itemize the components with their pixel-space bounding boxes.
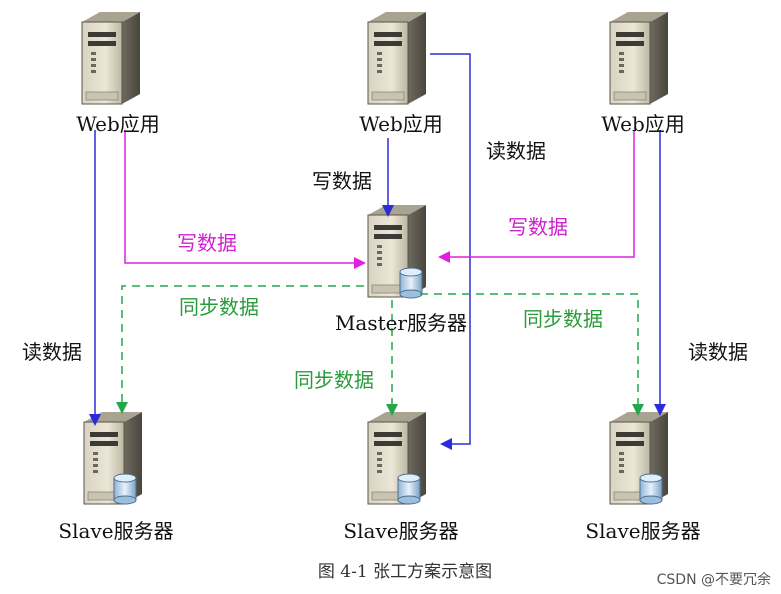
slave-left-label: Slave服务器 bbox=[58, 519, 173, 543]
read-right-label: 读数据 bbox=[688, 340, 748, 364]
read-center-label: 读数据 bbox=[486, 139, 546, 163]
slave-server-center-icon bbox=[367, 411, 427, 505]
read-left-label: 读数据 bbox=[22, 340, 82, 364]
figure-caption: 图 4-1 张工方案示意图 bbox=[318, 562, 492, 582]
sync-right-label: 同步数据 bbox=[523, 307, 603, 331]
sync-line-right bbox=[420, 293, 644, 416]
slave-center-label: Slave服务器 bbox=[343, 519, 458, 543]
sync-left-label: 同步数据 bbox=[179, 295, 259, 319]
slave-server-left-icon bbox=[83, 411, 143, 505]
web-server-right-icon bbox=[609, 11, 669, 105]
write-center-label: 写数据 bbox=[312, 169, 372, 193]
write-line-left bbox=[124, 130, 366, 269]
read-line-center bbox=[430, 53, 471, 450]
slave-server-right-icon bbox=[609, 411, 669, 505]
web-center-label: Web应用 bbox=[359, 112, 443, 136]
write-line-right bbox=[438, 130, 635, 263]
master-label: Master服务器 bbox=[335, 311, 467, 335]
web-server-left-icon bbox=[81, 11, 141, 105]
write-right-label: 写数据 bbox=[508, 215, 568, 239]
watermark: CSDN @不要冗余 bbox=[657, 571, 771, 588]
web-server-center-icon bbox=[367, 11, 427, 105]
web-left-label: Web应用 bbox=[76, 112, 160, 136]
web-right-label: Web应用 bbox=[601, 112, 685, 136]
write-left-label: 写数据 bbox=[177, 231, 237, 255]
master-server-icon bbox=[367, 204, 427, 299]
sync-center-label: 同步数据 bbox=[294, 368, 374, 392]
slave-right-label: Slave服务器 bbox=[585, 519, 700, 543]
sync-line-left bbox=[116, 285, 364, 414]
